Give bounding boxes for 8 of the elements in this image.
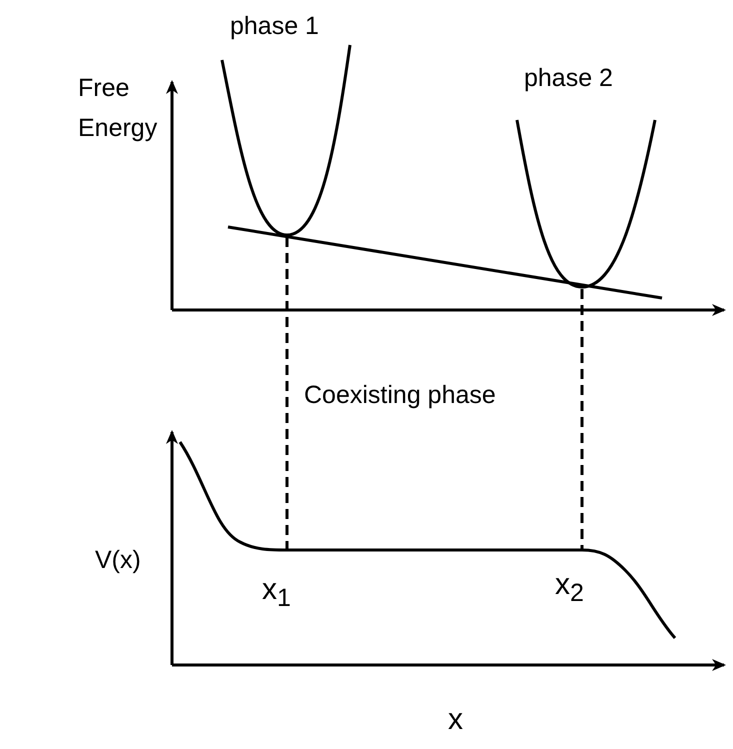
point-label: x$_{1}$ xyxy=(262,572,291,614)
curve-label: phase 2 xyxy=(524,63,613,94)
point-label: x$_{2}$ xyxy=(555,567,584,609)
curve-label: phase 1 xyxy=(230,11,319,42)
axis-label: V(x) xyxy=(95,545,141,576)
region-label: Coexisting phase xyxy=(304,380,496,411)
axis-label: x xyxy=(448,702,463,738)
axis-label: Free Energy xyxy=(78,73,158,144)
